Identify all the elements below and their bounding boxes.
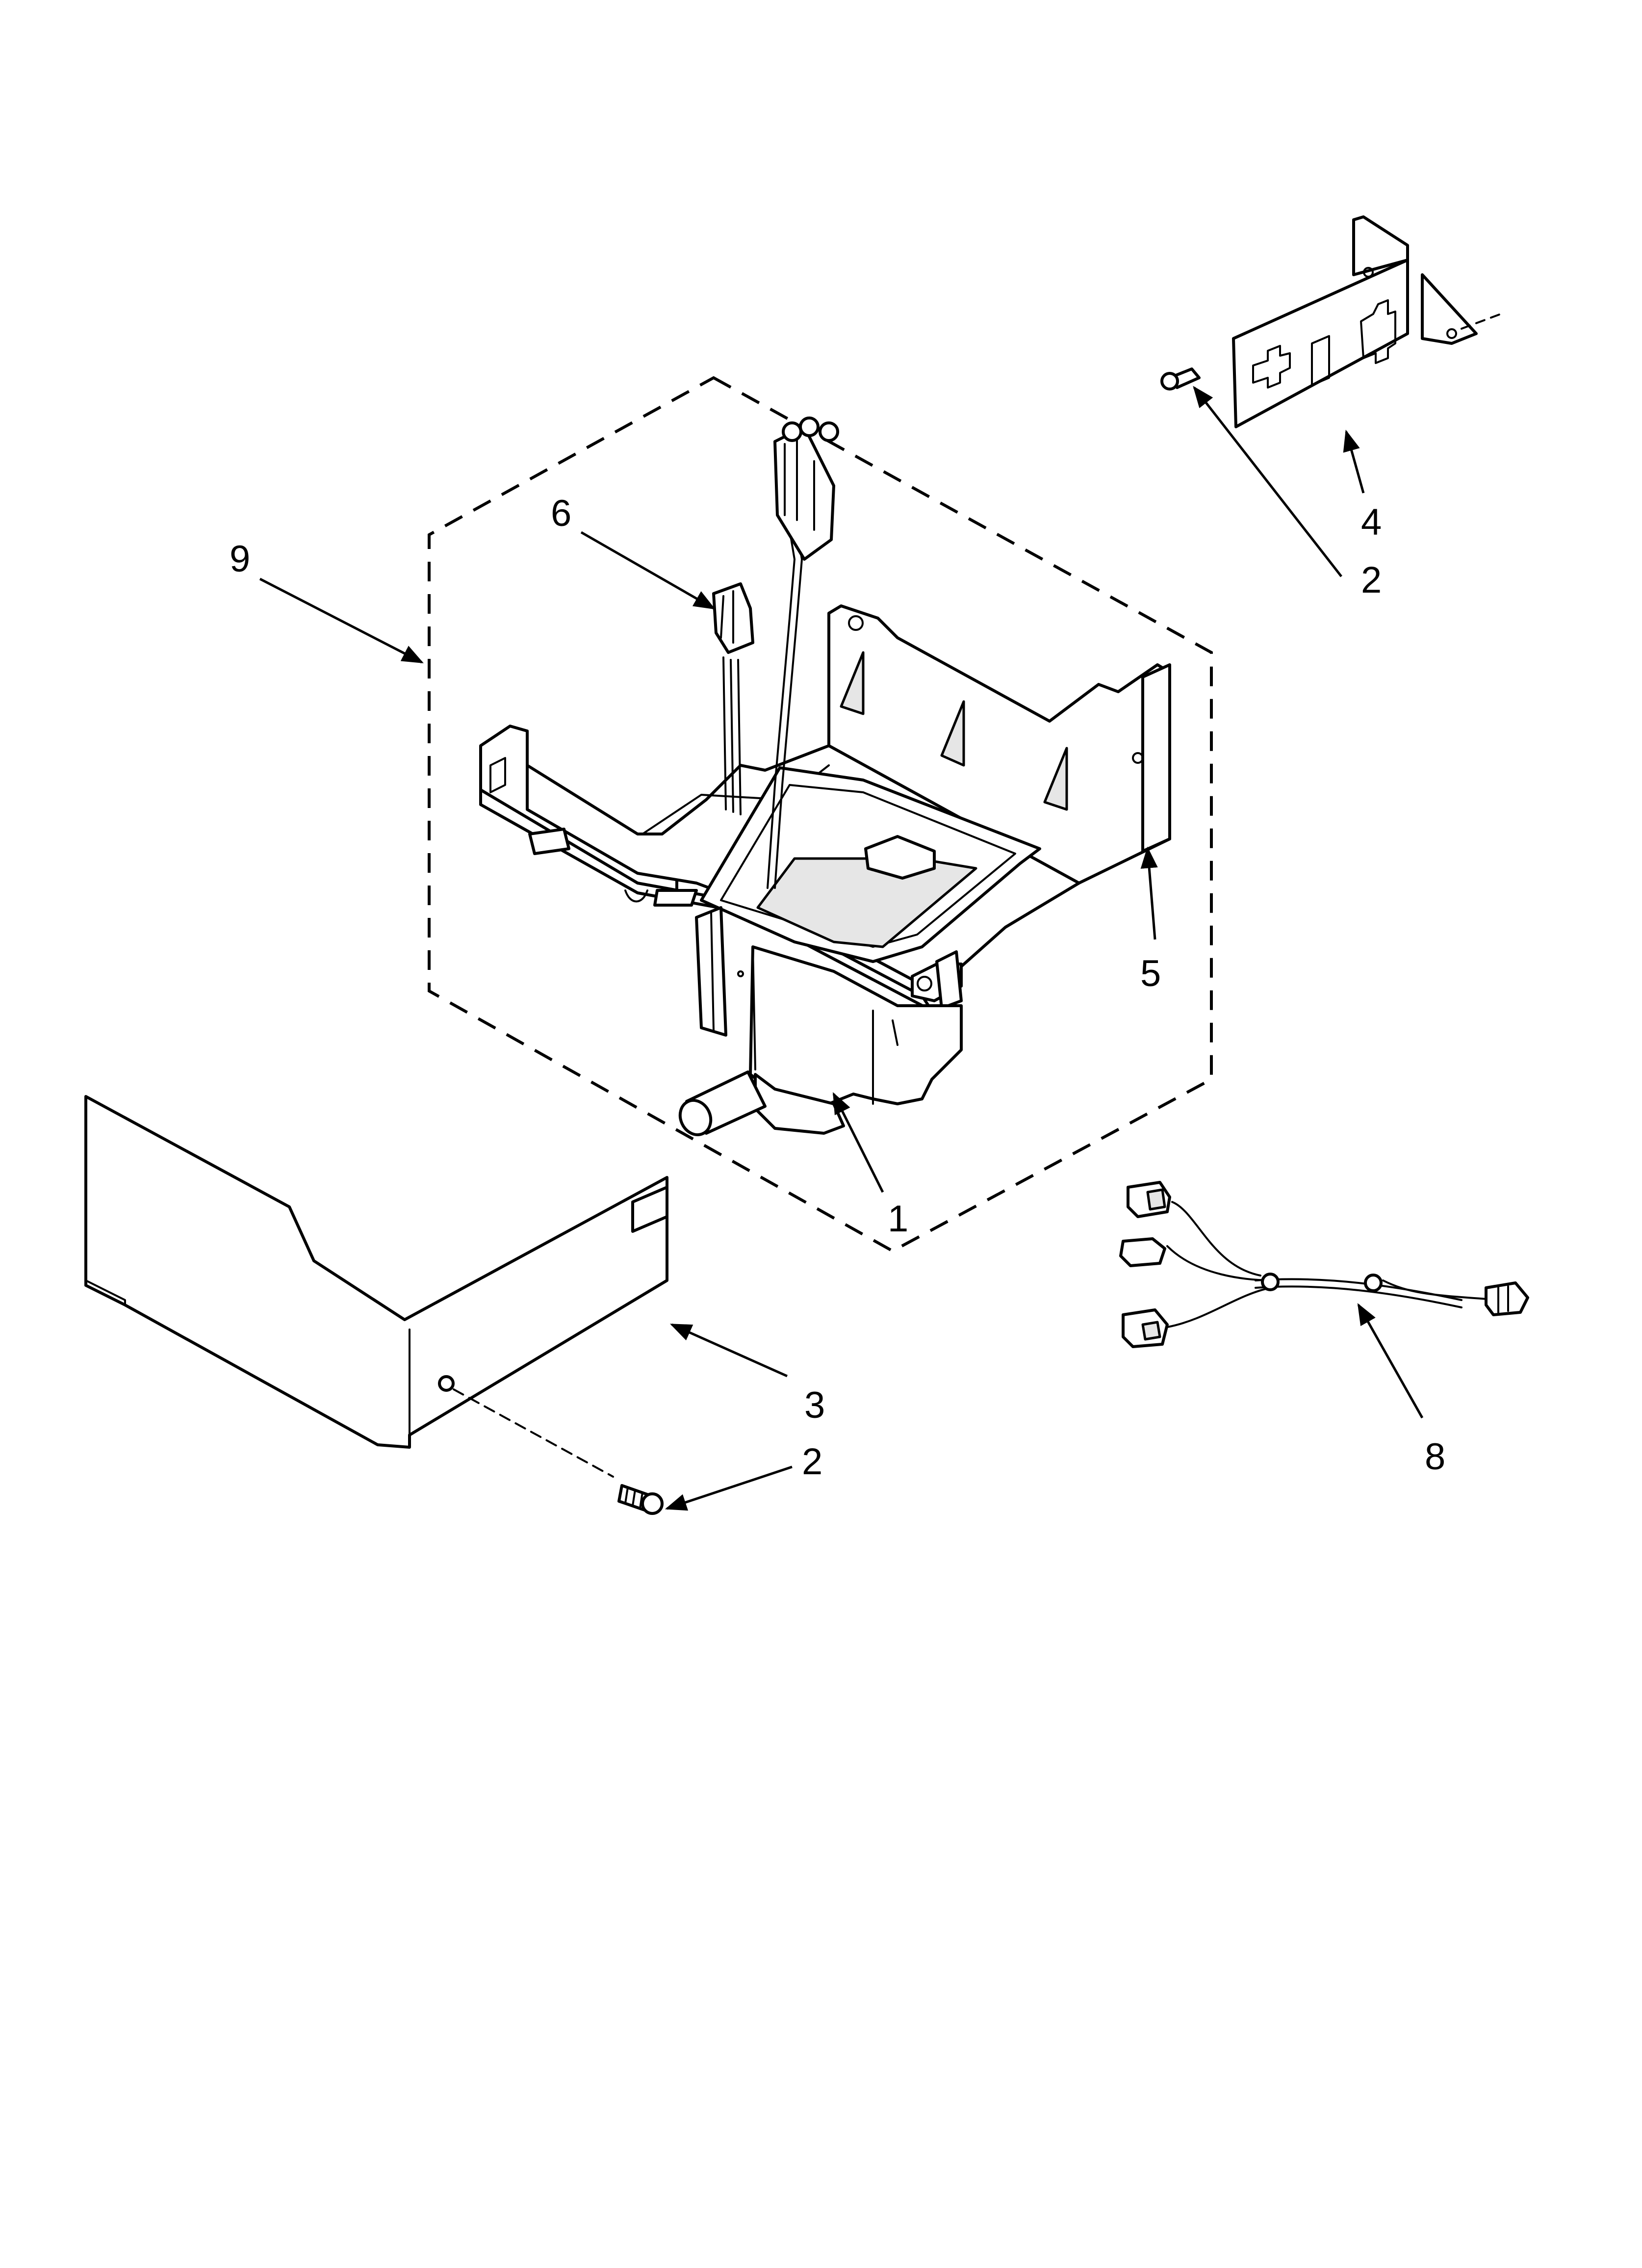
leader-4 — [1343, 429, 1365, 494]
leader-9 — [259, 577, 424, 664]
screw-lower — [617, 1484, 664, 1515]
motor-part — [678, 945, 963, 1137]
leader-3 — [669, 1323, 788, 1378]
callout-4: 4 — [1361, 501, 1382, 543]
callout-2-upper: 2 — [1361, 559, 1382, 601]
callout-1: 1 — [888, 1198, 908, 1240]
leader-2b — [665, 1465, 793, 1511]
leader-2a — [1193, 386, 1342, 577]
leader-6 — [580, 531, 716, 610]
wire-harness-part — [712, 417, 839, 889]
front-cover-part — [84, 1095, 668, 1478]
callout-5: 5 — [1140, 953, 1161, 994]
bracket-part — [1232, 215, 1502, 428]
callout-2-lower: 2 — [802, 1441, 822, 1483]
callout-6: 6 — [551, 493, 571, 534]
leader-8 — [1357, 1303, 1424, 1419]
callout-8: 8 — [1425, 1436, 1445, 1478]
harness-part — [1119, 1181, 1529, 1348]
assembly-boundary — [428, 376, 1213, 1253]
screw-upper — [1160, 367, 1201, 391]
housing-tray — [479, 604, 1171, 1037]
callout-3: 3 — [804, 1384, 825, 1426]
leader-1 — [832, 1092, 884, 1193]
callout-9: 9 — [230, 538, 250, 580]
leader-5 — [1140, 846, 1158, 940]
